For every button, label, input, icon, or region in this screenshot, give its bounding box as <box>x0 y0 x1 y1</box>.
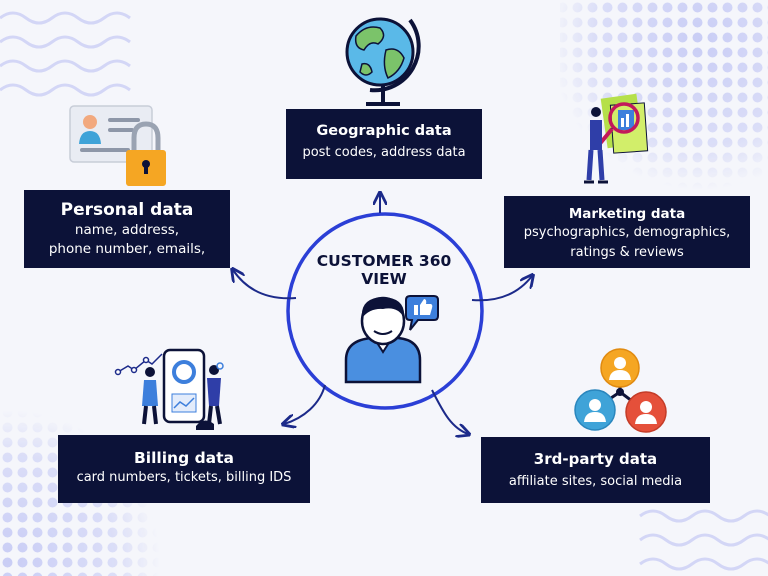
billing-data-box: Billing data card numbers, tickets, bill… <box>58 435 310 503</box>
arrow-third-party <box>431 389 468 434</box>
third-party-data-title: 3rd-party data <box>533 450 658 468</box>
geographic-data-title: Geographic data <box>316 123 452 139</box>
people-network-icon <box>574 348 667 433</box>
billing-data-desc: card numbers, tickets, billing IDS <box>76 470 292 485</box>
billing-data-title: Billing data <box>133 449 235 467</box>
billing-phone-icon <box>114 348 224 430</box>
analytics-report-icon <box>584 93 649 184</box>
center-ring <box>286 212 484 410</box>
thumbs-up-icon <box>405 295 439 331</box>
arrow-personal <box>233 270 297 300</box>
marketing-data-desc-line-2: ratings & reviews <box>570 245 684 260</box>
waves-top-left <box>0 11 131 97</box>
personal-data-box: Personal data name, address, phone numbe… <box>24 190 230 268</box>
waves-bottom-right <box>639 509 768 571</box>
marketing-data-desc-line-1: psychographics, demographics, <box>523 225 731 240</box>
personal-data-desc-line-1: name, address, <box>74 222 180 238</box>
id-card-lock-icon <box>69 105 166 186</box>
personal-data-title: Personal data <box>60 200 194 220</box>
globe-icon <box>345 17 421 106</box>
arrow-billing <box>284 384 326 424</box>
customer-person-icon <box>344 296 422 384</box>
arrow-marketing <box>471 276 532 302</box>
center-title: CUSTOMER 360 VIEW <box>316 252 452 288</box>
connector-arrows <box>233 194 532 434</box>
personal-data-desc-line-2: phone number, emails, <box>48 241 206 257</box>
marketing-data-box: Marketing data psychographics, demograph… <box>504 196 750 268</box>
dot-pattern-top-right <box>560 0 768 200</box>
third-party-data-desc: affiliate sites, social media <box>508 474 683 489</box>
marketing-data-title: Marketing data <box>568 206 686 222</box>
third-party-data-box: 3rd-party data affiliate sites, social m… <box>481 437 710 503</box>
geographic-data-box: Geographic data post codes, address data <box>286 109 482 179</box>
geographic-data-desc: post codes, address data <box>302 145 466 160</box>
